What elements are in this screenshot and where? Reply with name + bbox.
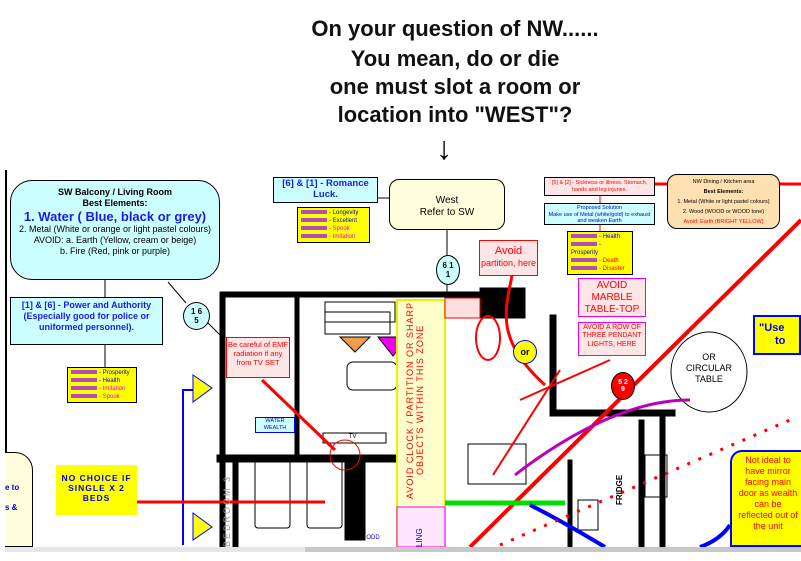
legend-item: - Prosperity bbox=[571, 242, 601, 256]
avoid-partition-note: Avoid partition, here bbox=[479, 240, 538, 276]
romance-luck-box: [6] & [1] - Romance Luck. bbox=[273, 177, 378, 203]
use-note-box: "Use to bbox=[753, 315, 801, 355]
legend-nw: - Health - Prosperity - Death - Disaster bbox=[567, 231, 633, 275]
sw-box-water: 1. Water ( Blue, black or grey) bbox=[23, 208, 207, 224]
sickness-box: [5] & [2] - Sickness or illness. Stomach… bbox=[544, 177, 655, 196]
avoid-partition-label: partition, here bbox=[480, 258, 537, 269]
legend-item: - Spook bbox=[99, 394, 120, 400]
use-line-2: to bbox=[775, 335, 786, 348]
west-box: West Refer to SW bbox=[389, 179, 505, 230]
legend-item: - Imitation bbox=[329, 234, 356, 240]
sw-box-avoid-earth: AVOID: a. Earth (Yellow, cream or beige) bbox=[33, 234, 197, 245]
nw-subtitle: Best Elements: bbox=[703, 189, 744, 195]
avoid-clock-zone-label: AVOID CLOCK / PARTITION OR SHARP OBJECTS… bbox=[405, 301, 425, 499]
sw-balcony-box: SW Balcony / Living Room Best Elements: … bbox=[10, 180, 220, 280]
star-numbers-top: 1 6 bbox=[190, 307, 203, 316]
not-ideal-mirror-note: Not ideal to have mirror facing main doo… bbox=[730, 450, 801, 547]
star-number-bottom: 9 bbox=[621, 386, 625, 393]
water-wealth-label: WATER WEALTH bbox=[255, 417, 295, 433]
legend-item: - Health bbox=[599, 234, 621, 240]
nw-metal: 1. Metal (White or light pastel colours) bbox=[677, 199, 770, 205]
table-text: TABLE bbox=[695, 373, 723, 384]
proposed-title: Proposed Solution bbox=[577, 205, 622, 211]
sw-box-metal: 2. Metal (White or orange or light paste… bbox=[18, 224, 212, 235]
west-refer-label: Refer to SW bbox=[419, 207, 475, 218]
legend-item: - Disaster bbox=[599, 266, 625, 272]
title-line-1: On your question of NW...... bbox=[311, 16, 599, 41]
nw-wood: 2. Wood (WOOD or WOOD tone) bbox=[682, 209, 765, 215]
star-number-bottom: 1 bbox=[445, 270, 451, 279]
proposed-text: Make use of Metal (white/gold) to exhaus… bbox=[548, 211, 651, 225]
or-text: OR bbox=[702, 352, 716, 362]
avoid-marble-note: AVOID MARBLE TABLE-TOP bbox=[578, 278, 646, 317]
tv-label: TV bbox=[348, 434, 357, 440]
sw-box-avoid-fire: b. Fire (Red, pink or purple) bbox=[59, 245, 171, 256]
proposed-solution-box: Proposed Solution Make use of Metal (whi… bbox=[544, 203, 655, 225]
legend-item: - Imitation bbox=[99, 386, 126, 392]
page-edge-line bbox=[5, 170, 7, 547]
avoid-pendant-lights-note: AVOID A ROW OF THREE PENDANT LIGHTS, HER… bbox=[578, 322, 646, 356]
nw-title: NW Dining / Kitchen area bbox=[692, 179, 755, 185]
star-numbers-top: 6 1 bbox=[442, 261, 454, 270]
title-line-3: one must slot a room or bbox=[329, 74, 581, 99]
legend-sw: - Prosperity - Health - Imitation - Spoo… bbox=[67, 367, 137, 403]
partial-left-box: e to s & bbox=[5, 452, 33, 547]
circular-text: CIRCULAR bbox=[685, 362, 732, 373]
nw-avoid: Avoid: Earth (BRIGHT YELLOW) bbox=[683, 219, 764, 225]
down-arrow-icon: ↓ bbox=[436, 130, 452, 166]
partial-line-1: e to bbox=[5, 483, 20, 492]
legend-item: - Excellent bbox=[329, 218, 358, 224]
star-numbers-top: 5 2 bbox=[618, 379, 628, 386]
or-marker: or bbox=[513, 340, 537, 364]
power-authority-box: [1] & [6] - Power and Authority (Especia… bbox=[10, 297, 163, 345]
legend-item: - Health bbox=[99, 378, 121, 384]
title-line-2: You mean, do or die bbox=[350, 46, 560, 71]
emf-warning-note: Be careful of EMF radiation if any from … bbox=[226, 337, 290, 378]
horizontal-scrollbar[interactable] bbox=[5, 547, 801, 552]
fridge-label: FRIDGE bbox=[615, 474, 624, 505]
railing-label: LING bbox=[415, 528, 424, 547]
partial-line-2: s & bbox=[5, 502, 18, 512]
avoid-label: Avoid bbox=[494, 245, 523, 257]
circular-table-label: OR CIRCULAR TABLE bbox=[673, 352, 745, 384]
sw-box-subtitle: Best Elements: bbox=[82, 197, 148, 208]
star-number-bottom: 5 bbox=[194, 316, 199, 325]
legend-item: - Longevity bbox=[329, 210, 359, 216]
legend-item: - Prosperity bbox=[99, 370, 130, 376]
bedroom-3-label: BEDROOM 3 bbox=[222, 474, 232, 547]
nw-dining-box: NW Dining / Kitchen area Best Elements: … bbox=[667, 174, 780, 229]
legend-romance: - Longevity - Excellent - Spook - Imitat… bbox=[297, 207, 370, 243]
sw-box-title: SW Balcony / Living Room bbox=[57, 187, 172, 197]
scrollbar-thumb[interactable] bbox=[305, 547, 801, 552]
legend-item: - Death bbox=[599, 258, 619, 264]
legend-item: - Spook bbox=[329, 226, 350, 232]
use-line-1: "Use bbox=[759, 322, 785, 334]
title-line-4: location into "WEST"? bbox=[337, 102, 573, 127]
west-label: West bbox=[435, 195, 459, 206]
no-choice-note: NO CHOICE IF SINGLE X 2 BEDS bbox=[56, 465, 137, 515]
odd-label: ODD bbox=[366, 535, 380, 541]
